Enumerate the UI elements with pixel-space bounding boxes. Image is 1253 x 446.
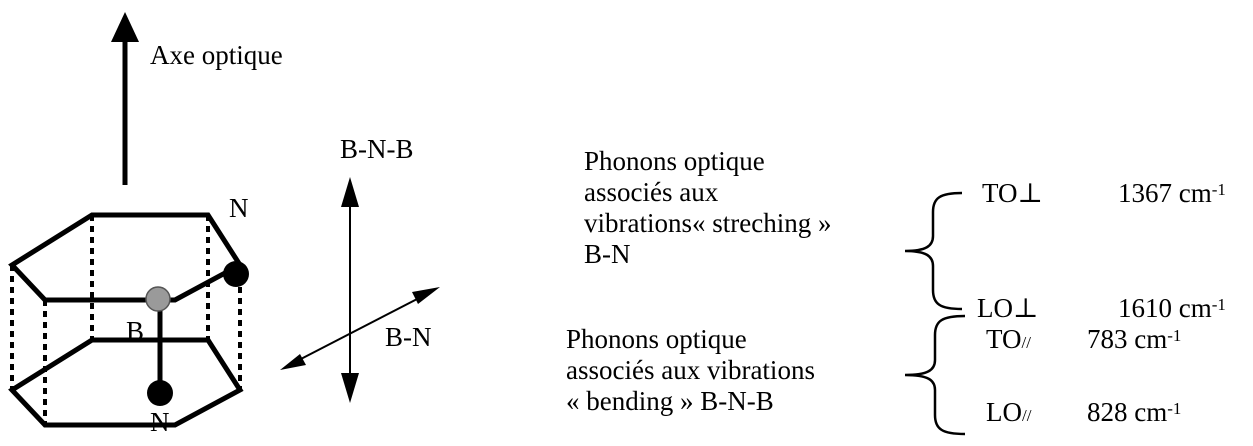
bending-brace — [904, 314, 966, 436]
n-atom-top-label: N — [229, 193, 249, 223]
n-atom-top — [223, 261, 249, 287]
optical-axis-arrow — [111, 12, 139, 185]
n-atom-bottom — [147, 380, 173, 406]
stretching-brace — [904, 191, 963, 311]
bottom-hexagon — [8, 337, 244, 428]
mode-value-to-par: 783 cm-1 — [1087, 324, 1182, 354]
b-atom — [145, 286, 171, 312]
stretching-description: Phonons optique associés aux vibrations«… — [584, 146, 831, 270]
bending-description: Phonons optique associés aux vibrations … — [566, 324, 815, 417]
bn-double-arrow — [280, 287, 440, 370]
mode-label-to-par: TO// — [986, 324, 1031, 354]
mode-label-to-perp: TO⊥ — [982, 178, 1043, 208]
bending-line: Phonons optique — [566, 324, 747, 354]
optical-axis-label: Axe optique — [150, 40, 283, 70]
stretching-line: Phonons optique — [584, 146, 765, 176]
top-hexagon — [8, 212, 244, 303]
prism-dashed-edges — [10, 215, 242, 425]
mode-value-to-perp: 1367 cm-1 — [1118, 178, 1226, 208]
bnb-double-arrow — [341, 177, 359, 403]
bending-line: « bending » B-N-B — [566, 386, 774, 416]
mode-value-lo-perp: 1610 cm-1 — [1118, 293, 1226, 323]
stretching-line: vibrations« streching » — [584, 208, 832, 238]
mode-label-lo-par: LO// — [986, 397, 1032, 427]
mode-label-lo-perp: LO⊥ — [977, 293, 1039, 323]
bending-line: associés aux vibrations — [566, 355, 815, 385]
b-atom-label: B — [126, 316, 145, 346]
n-atom-bottom-label: N — [150, 407, 170, 437]
bn-label: B-N — [385, 322, 432, 352]
stretching-line: associés aux — [584, 177, 719, 207]
stretching-line: B-N — [584, 239, 631, 269]
mode-value-lo-par: 828 cm-1 — [1087, 397, 1182, 427]
bnb-label: B-N-B — [340, 134, 414, 164]
